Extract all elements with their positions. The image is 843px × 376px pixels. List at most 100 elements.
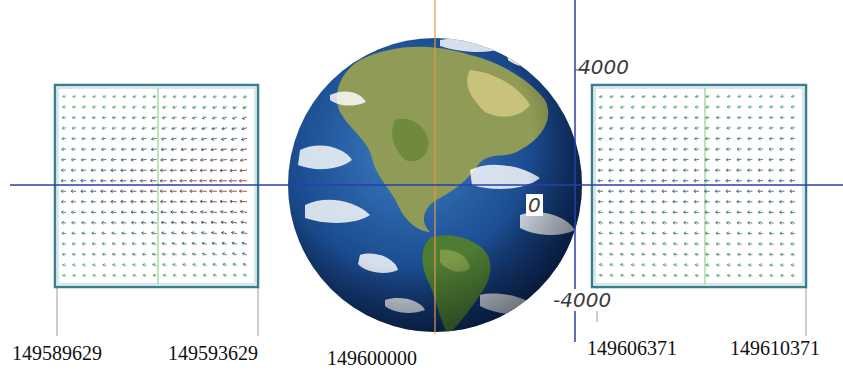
field-arrow [684, 105, 688, 108]
field-arrow [102, 232, 106, 235]
field-arrow [92, 116, 96, 119]
field-arrow [152, 232, 157, 235]
field-arrows [598, 95, 795, 277]
field-arrow [641, 158, 646, 161]
field-arrow [220, 169, 227, 172]
field-arrow [240, 159, 247, 162]
field-arrow [738, 264, 742, 267]
field-arrow [737, 169, 742, 172]
field-arrow [610, 274, 614, 277]
field-arrow [92, 137, 96, 140]
field-arrow [232, 242, 237, 245]
field-arrow [695, 264, 699, 267]
field-arrow [599, 232, 603, 235]
field-arrow [210, 158, 216, 161]
field-arrow [151, 221, 156, 224]
vector-field [592, 85, 806, 287]
field-arrow [161, 221, 166, 224]
field-arrow [212, 253, 216, 256]
axis-value: 0 [526, 194, 543, 216]
field-arrows [61, 95, 247, 277]
field-arrow [72, 253, 76, 256]
field-arrow [609, 137, 613, 140]
field-arrow [239, 179, 247, 182]
field-arrow [705, 190, 710, 193]
field-arrow [130, 179, 136, 182]
field-arrow [212, 127, 217, 130]
field-arrow [131, 169, 137, 172]
field-arrow [747, 179, 752, 182]
field-arrow [223, 274, 227, 277]
field-arrow [141, 221, 146, 224]
field-arrow [202, 116, 206, 119]
field-arrow [239, 190, 247, 193]
field-arrow [673, 221, 678, 224]
field-arrow [222, 116, 227, 119]
field-arrow [630, 169, 635, 172]
field-arrow [599, 137, 603, 140]
field-arrow [102, 116, 106, 119]
field-arrow [223, 263, 227, 266]
field-arrow [609, 221, 614, 224]
field-arrow [193, 95, 197, 98]
field-arrow [737, 137, 741, 140]
field-arrow [653, 95, 657, 98]
field-arrow [780, 116, 784, 119]
field-arrow [652, 253, 656, 256]
field-arrow [161, 148, 166, 151]
field-arrow [222, 242, 227, 245]
field-arrow [663, 116, 667, 119]
field-arrow [219, 179, 226, 182]
field-arrow [201, 211, 207, 214]
field-arrow [727, 264, 731, 267]
field-arrow [61, 158, 66, 161]
field-arrow [212, 116, 217, 119]
field-arrow [609, 158, 614, 161]
field-arrow [716, 158, 721, 161]
field-arrow [142, 232, 147, 235]
field-arrow [160, 169, 166, 172]
field-arrow [737, 243, 741, 246]
field-arrow [141, 200, 147, 203]
field-arrow [221, 231, 226, 234]
field-arrow [716, 105, 720, 108]
field-arrow [759, 253, 763, 256]
field-arrow [222, 253, 226, 256]
field-arrow [683, 169, 688, 172]
field-arrow [662, 158, 667, 161]
field-arrow [93, 95, 96, 98]
field-arrow [694, 158, 699, 161]
field-arrow [229, 179, 237, 182]
field-arrow [122, 253, 126, 256]
coordinate-label: 149593629 [168, 342, 258, 364]
field-arrow [663, 95, 667, 98]
field-arrow [738, 95, 742, 98]
field-arrow [193, 263, 197, 266]
field-arrow [737, 190, 742, 193]
field-arrow [609, 127, 613, 130]
field-arrow [241, 231, 247, 234]
field-arrow [111, 148, 116, 151]
field-arrow [123, 264, 127, 267]
field-arrow [213, 95, 217, 98]
field-arrow [748, 116, 752, 119]
field-arrow [210, 200, 217, 203]
field-arrow [221, 148, 227, 151]
field-arrow [716, 211, 721, 214]
axis-line [10, 184, 843, 186]
field-arrow [62, 264, 66, 267]
field-arrow [706, 253, 710, 256]
field-arrow [143, 274, 146, 277]
field-arrow [641, 221, 646, 224]
field-arrow [161, 211, 167, 214]
field-arrow [641, 232, 645, 235]
field-arrow [203, 263, 207, 266]
field-arrow [652, 116, 656, 119]
field-arrow [112, 242, 116, 245]
field-arrow [232, 253, 237, 256]
field-arrow [695, 127, 699, 130]
field-arrow [170, 200, 176, 203]
field-arrow [737, 221, 742, 224]
field-arrow [190, 200, 196, 203]
field-arrow [242, 253, 247, 256]
